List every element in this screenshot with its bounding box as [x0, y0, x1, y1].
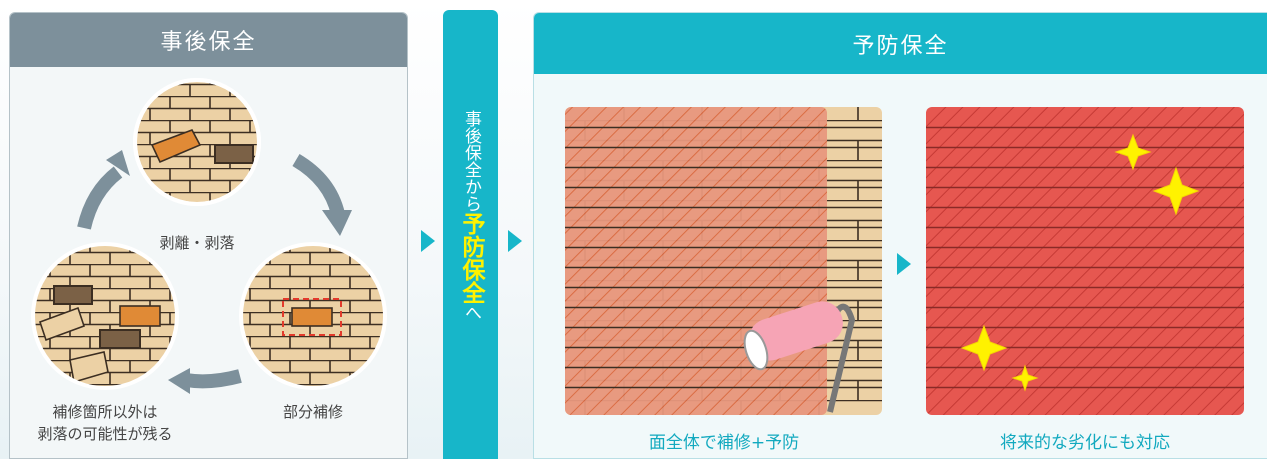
caption-future-protection: 将来的な劣化にも対応: [1000, 433, 1170, 453]
paint-roller-icon: [743, 301, 856, 413]
arrow-right-icon: [421, 230, 435, 252]
transition-text: 事後保全から予防保全へ: [443, 110, 498, 321]
preventive-maintenance-panel: 予防保全: [533, 12, 1267, 459]
wall-future-protection: [926, 107, 1244, 415]
wall-whole-repair: [565, 107, 882, 415]
arrow-right-icon: [508, 230, 522, 252]
after-maintenance-title: 事後保全: [10, 13, 407, 67]
caption-remaining-risk: 補修箇所以外は 剥落の可能性が残る: [37, 403, 173, 443]
caption-whole-repair: 面全体で補修+予防: [648, 433, 800, 453]
caption-peeling: 剥離・剥落: [159, 234, 235, 252]
sparkle-icon: [960, 133, 1200, 392]
preventive-maintenance-title: 予防保全: [534, 13, 1267, 74]
caption-partial-repair: 部分補修: [282, 403, 343, 421]
arrow-right-icon: [897, 253, 911, 275]
transition-banner: 事後保全から予防保全へ: [443, 10, 498, 459]
transition-highlight: 予防保全: [458, 212, 484, 304]
